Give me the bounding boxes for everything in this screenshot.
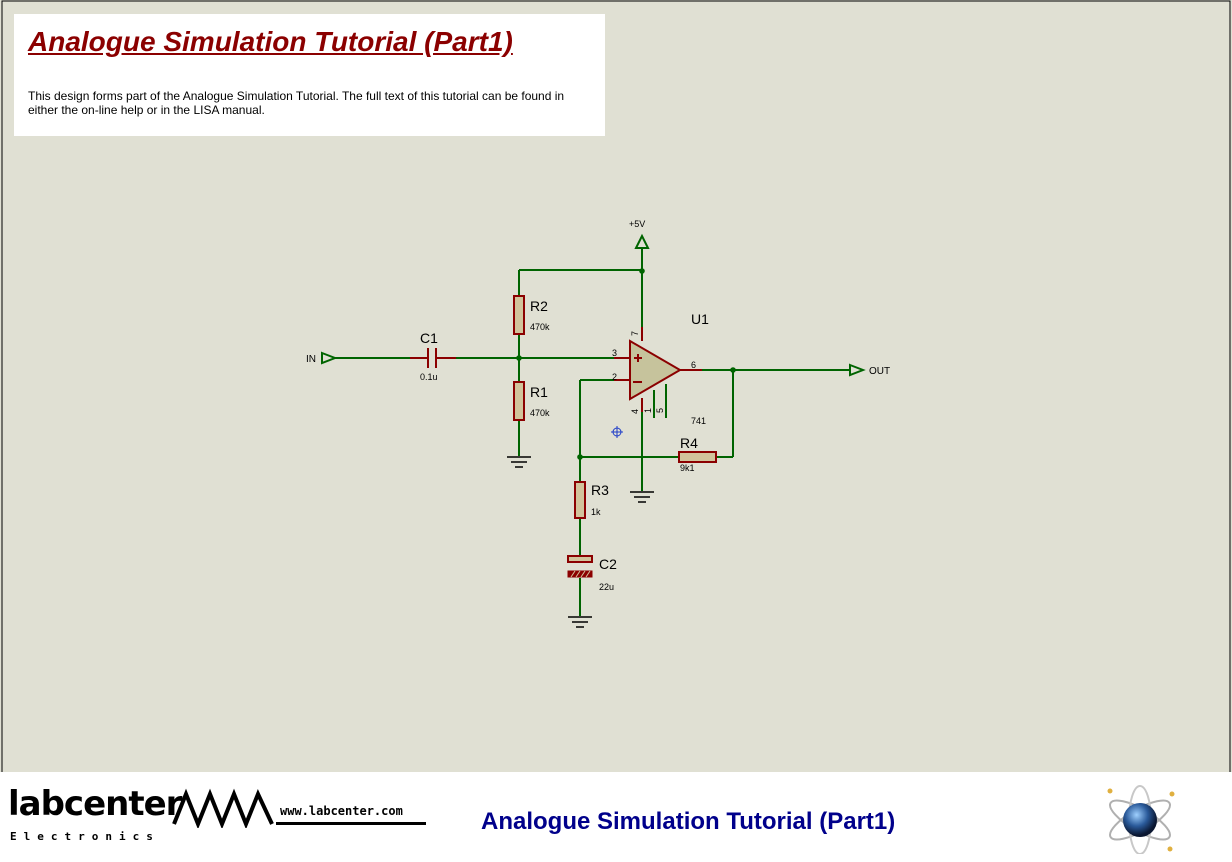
r3-value: 1k: [591, 507, 601, 517]
u1-pin2: 2: [612, 372, 617, 382]
opamp-u1[interactable]: U1 741 3 2 6 7 4 1 5: [612, 311, 709, 426]
resistor-r2[interactable]: R2 470k: [513, 295, 550, 335]
title-block: labcenter www.labcenter.com Electronics …: [0, 772, 1232, 862]
logo-underline: [276, 822, 426, 825]
c1-ref: C1: [420, 330, 438, 346]
u1-pin4: 4: [630, 409, 640, 414]
header-title: Analogue Simulation Tutorial (Part1): [28, 26, 513, 57]
r4-value: 9k1: [680, 463, 695, 473]
crosshair-icon: [611, 426, 623, 438]
footer-title: Analogue Simulation Tutorial (Part1): [481, 808, 896, 835]
ground-opamp: [630, 491, 654, 503]
out-terminal-label: OUT: [869, 366, 890, 377]
capacitor-c2[interactable]: C2 22u: [567, 555, 617, 592]
out-terminal[interactable]: OUT: [849, 363, 890, 377]
u1-pin7: 7: [630, 331, 640, 336]
r2-value: 470k: [530, 322, 550, 332]
resistor-r4[interactable]: R4 9k1: [678, 435, 717, 473]
ground-r1: [507, 456, 531, 468]
u1-ref: U1: [691, 311, 709, 327]
r1-value: 470k: [530, 408, 550, 418]
resistor-r3[interactable]: R3 1k: [574, 481, 609, 519]
r4-ref: R4: [680, 435, 698, 451]
c2-value: 22u: [599, 582, 614, 592]
c1-value: 0.1u: [420, 372, 438, 382]
logo-name: labcenter: [8, 784, 182, 824]
ground-c2: [568, 616, 592, 628]
u1-pin6: 6: [691, 360, 696, 370]
resistor-r1[interactable]: R1 470k: [513, 381, 550, 421]
capacitor-c1[interactable]: C1 0.1u: [410, 330, 456, 382]
c2-ref: C2: [599, 556, 617, 572]
r3-ref: R3: [591, 482, 609, 498]
u1-pin3: 3: [612, 348, 617, 358]
header-box: Analogue Simulation Tutorial (Part1) Thi…: [14, 14, 605, 136]
in-terminal[interactable]: IN: [306, 351, 338, 365]
pin-stubs: [614, 327, 702, 412]
r2-ref: R2: [530, 298, 548, 314]
in-terminal-label: IN: [306, 354, 316, 365]
u1-value: 741: [691, 416, 706, 426]
r1-ref: R1: [530, 384, 548, 400]
u1-pin5: 5: [655, 408, 665, 413]
power-terminal[interactable]: +5V: [629, 219, 650, 249]
labcenter-logo: labcenter www.labcenter.com Electronics: [0, 772, 440, 862]
atom-logo-icon: [1107, 785, 1175, 854]
logo-wave-icon: [172, 788, 274, 828]
junctions: [516, 268, 736, 460]
logo-subtitle: Electronics: [10, 830, 160, 843]
u1-pin1: 1: [643, 408, 653, 413]
header-description: This design forms part of the Analogue S…: [28, 89, 565, 117]
power-terminal-label: +5V: [629, 219, 645, 229]
logo-url: www.labcenter.com: [280, 804, 403, 818]
